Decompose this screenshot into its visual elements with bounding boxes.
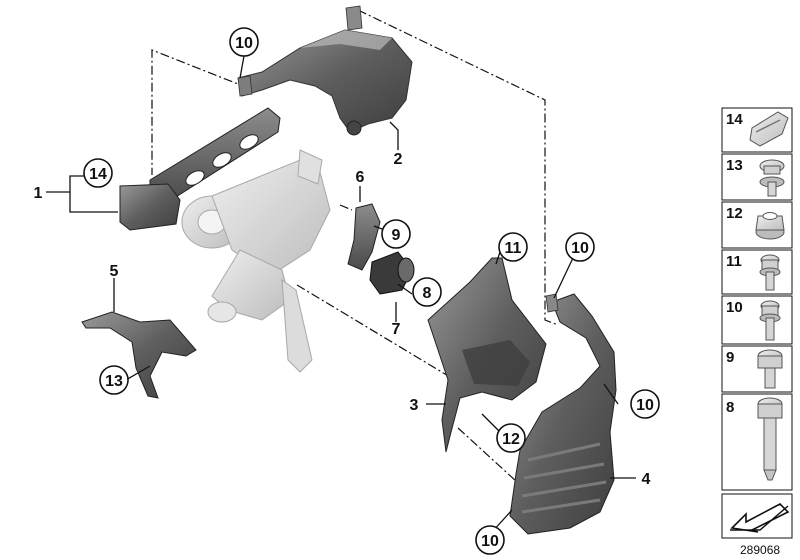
legend-part-12-nut: [755, 212, 785, 240]
legend-label-9: 9: [726, 349, 734, 366]
legend-label-11: 11: [726, 253, 742, 270]
callout-4: 4: [642, 471, 651, 488]
legend-label-8: 8: [726, 399, 734, 416]
callout-12: 12: [502, 431, 520, 448]
legend-part-8-stud-bolt: [757, 397, 783, 481]
heat-shield-catalytic-converter: [509, 293, 617, 535]
callout-9: 9: [392, 227, 401, 244]
callout-10-top: 10: [235, 35, 253, 52]
callout-10-bottom: 10: [481, 533, 499, 550]
exhaust-manifold-gasket: [119, 107, 281, 231]
callout-6: 6: [356, 169, 365, 186]
legend-arrow-icon: [730, 503, 790, 533]
callout-5: 5: [110, 263, 119, 280]
callout-2: 2: [394, 151, 403, 168]
legend-part-9-hex-bolt: [757, 349, 783, 389]
callout-14: 14: [89, 166, 107, 183]
callout-13: 13: [105, 373, 123, 390]
dashed-leader-lines: [151, 9, 559, 493]
callout-10-mid: 10: [571, 240, 589, 257]
callout-10-right: 10: [636, 397, 654, 414]
legend-part-14-clip: [749, 111, 789, 147]
heat-shield-rear: [427, 257, 547, 453]
legend-part-10-bolt: [759, 300, 781, 341]
diagram-id: 289068: [740, 543, 780, 557]
turbocharger: [181, 149, 331, 373]
callout-11: 11: [505, 240, 522, 257]
legend-part-13-collar-screw: [759, 159, 785, 197]
legend-panel: 14 13 12 11 10 9 8: [721, 107, 793, 539]
callout-8: 8: [423, 285, 432, 302]
rubber-mount: [369, 251, 415, 295]
legend-label-10: 10: [726, 299, 743, 316]
callout-1: 1: [34, 185, 43, 202]
heat-shield-small: [81, 311, 197, 399]
callout-3: 3: [410, 397, 419, 414]
bracket: [347, 203, 381, 271]
plain-callout-labels: 1 2 3 4 5 6 7: [34, 151, 651, 488]
legend-part-11-bolt: [759, 254, 781, 291]
callout-7: 7: [392, 321, 401, 338]
circled-callout-labels: 10 14 9 8 11 10 13 10 12 10: [89, 35, 654, 550]
legend-label-12: 12: [726, 205, 743, 222]
legend-label-14: 14: [726, 111, 743, 128]
legend-label-13: 13: [726, 157, 743, 174]
heat-shield-turbo-upper: [237, 5, 413, 136]
circled-callouts: [83, 27, 660, 555]
